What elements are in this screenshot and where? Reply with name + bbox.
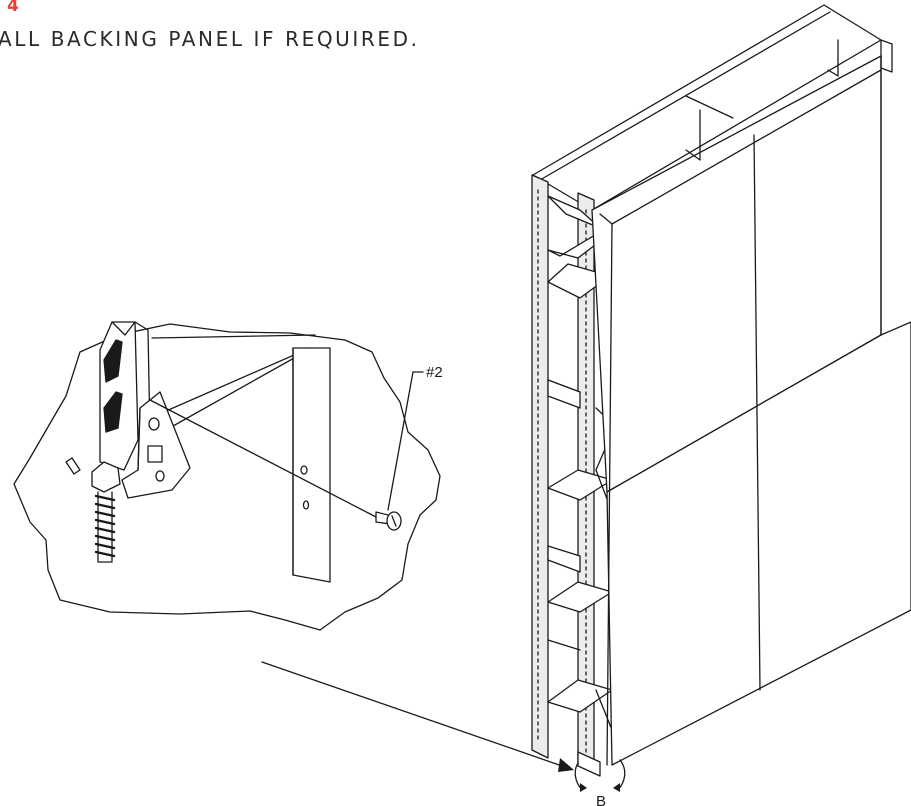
shelving-unit: B <box>531 4 911 806</box>
step-instruction: ALL BACKING PANEL IF REQUIRED. <box>0 27 420 51</box>
detail-label-b: B <box>596 793 606 806</box>
upright-post-detail <box>99 321 151 471</box>
detail-b-bubble: #2 <box>13 321 443 631</box>
step-number: 4 <box>7 0 20 16</box>
fastener-2-detail: #2 <box>149 364 443 531</box>
detail-leader-arrow <box>261 661 574 772</box>
detail-b-marker: B <box>574 751 626 806</box>
shelf-and-panel-detail <box>151 334 331 583</box>
leveler-screw-detail <box>91 461 121 563</box>
part-label-2: #2 <box>426 364 443 381</box>
foot-plate-detail <box>65 391 191 499</box>
backing-panels <box>591 55 911 766</box>
